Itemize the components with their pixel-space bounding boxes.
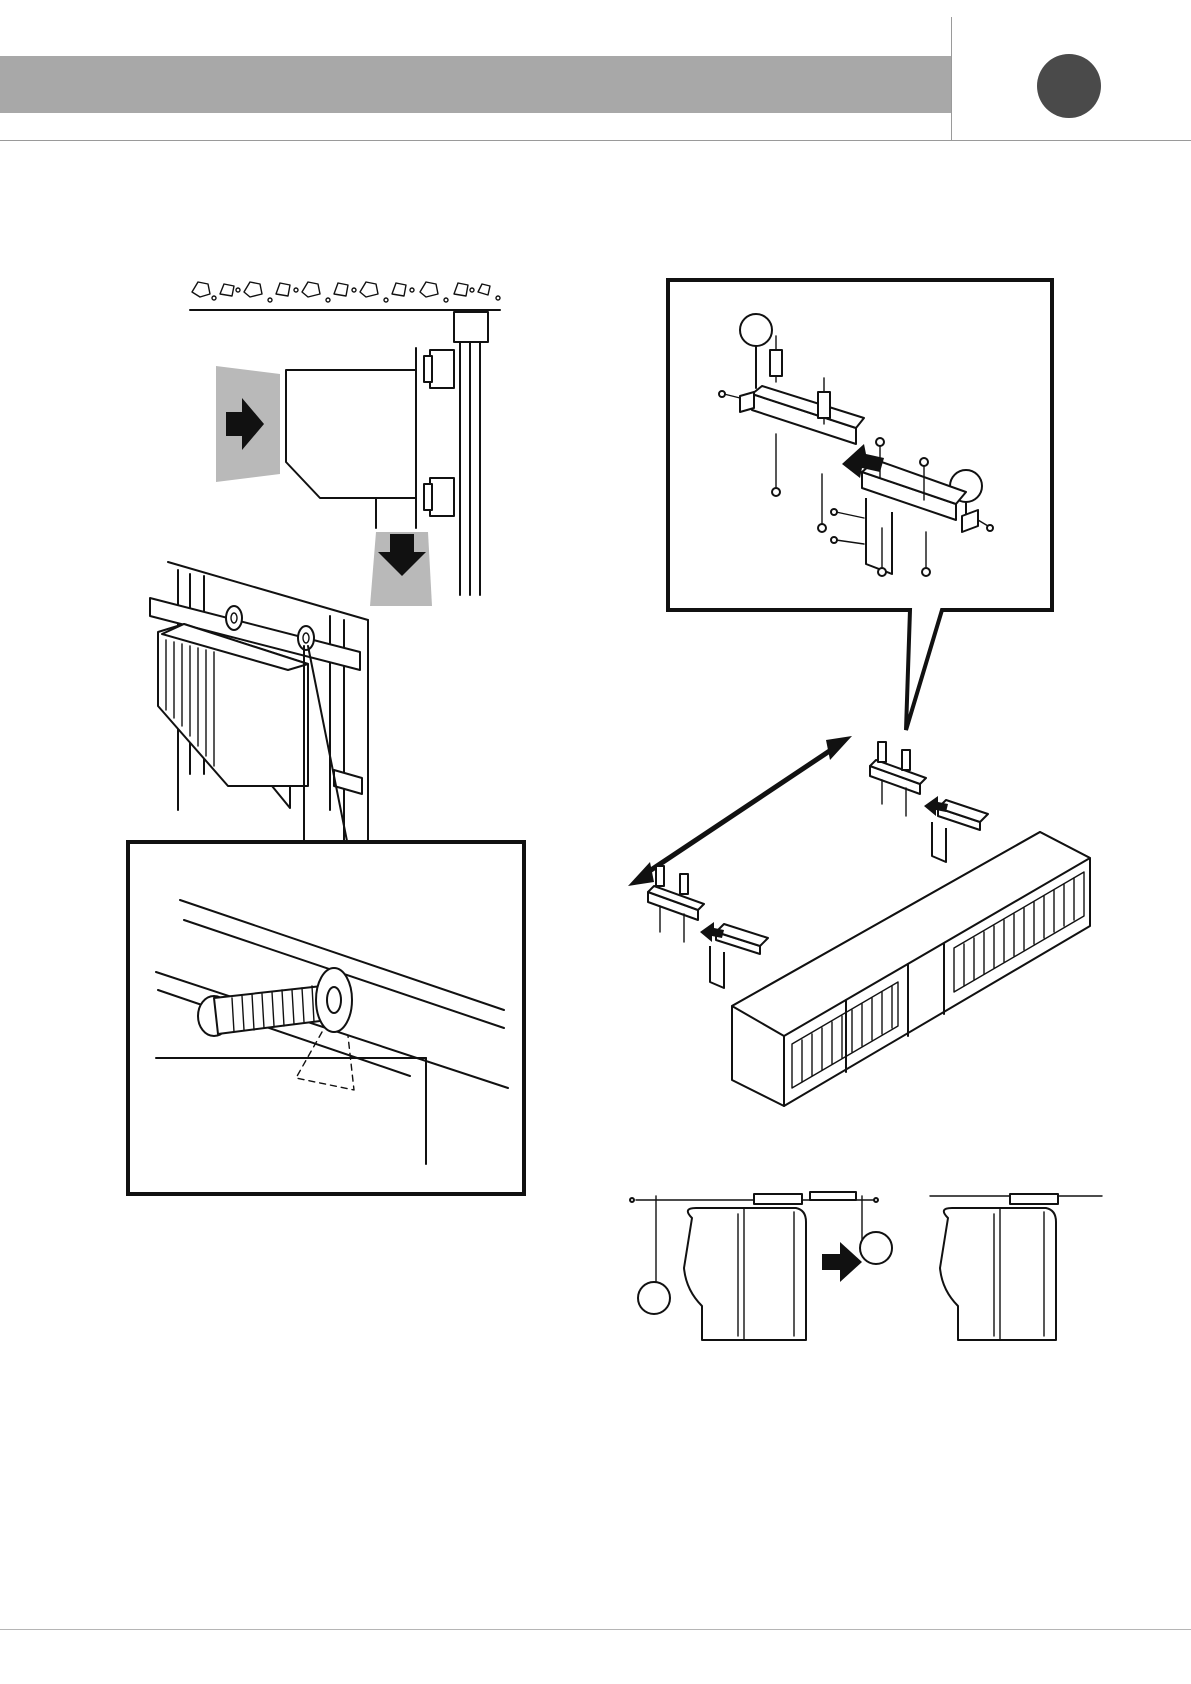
unit-body-side — [286, 370, 416, 528]
header-divider — [951, 17, 952, 141]
figure-screw-detail-callout — [126, 840, 526, 1196]
bracket-set-rear — [870, 742, 988, 862]
ceiling-gravel — [192, 282, 500, 302]
callout-leader — [304, 646, 348, 846]
figure-unit-on-wall-rail — [148, 560, 388, 846]
bracket-set-front — [648, 866, 768, 988]
washer-icon — [316, 968, 352, 1032]
figure-profile-before-after — [626, 1188, 1102, 1340]
footer-rule — [0, 1629, 1191, 1630]
figure-bracket-assembly-callout — [666, 278, 1054, 732]
arrow-right-icon — [216, 366, 280, 482]
arrow-right-icon — [822, 1242, 862, 1282]
header-rule — [0, 140, 1191, 141]
double-arrow-icon — [628, 736, 852, 886]
figure-ceiling-mount-side-view — [180, 270, 510, 610]
figure-unit-with-brackets — [620, 736, 1100, 1128]
profile-after — [930, 1194, 1102, 1340]
section-marker-dot — [1037, 54, 1101, 118]
header-band — [0, 56, 951, 113]
air-curtain-unit — [732, 832, 1090, 1106]
